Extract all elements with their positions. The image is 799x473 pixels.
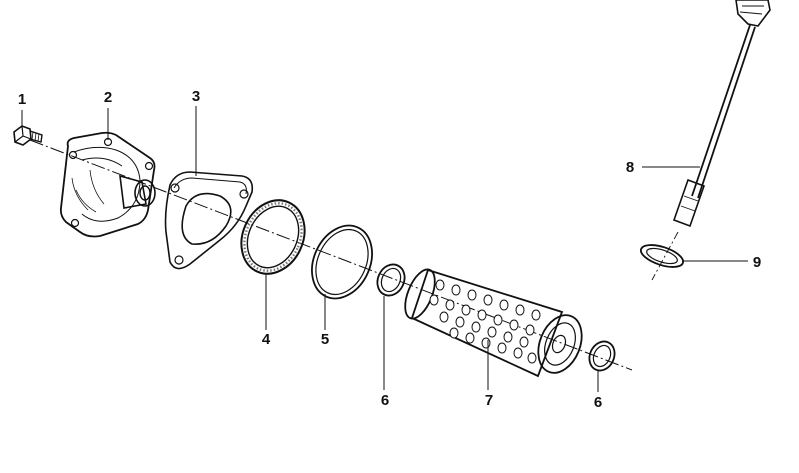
part-gasket bbox=[164, 171, 254, 270]
callout-6b: 6 bbox=[594, 394, 602, 411]
part-dipstick bbox=[672, 0, 771, 228]
washer-axis-line bbox=[651, 231, 679, 281]
callout-1: 1 bbox=[18, 91, 26, 108]
part-o-ring bbox=[311, 224, 373, 300]
callout-6a: 6 bbox=[381, 392, 389, 409]
part-small-ring-lower bbox=[588, 340, 616, 372]
leader-lines bbox=[21, 106, 748, 392]
callout-9: 9 bbox=[753, 254, 761, 271]
part-small-ring-upper bbox=[376, 263, 406, 297]
callout-8: 8 bbox=[626, 159, 634, 176]
callout-4: 4 bbox=[262, 331, 271, 348]
part-filter-element bbox=[404, 268, 583, 378]
part-filter-cover bbox=[59, 131, 156, 238]
callout-3: 3 bbox=[192, 88, 200, 105]
part-bolt bbox=[13, 125, 43, 146]
callout-2: 2 bbox=[104, 89, 112, 106]
part-washer bbox=[639, 244, 685, 268]
callout-5: 5 bbox=[321, 331, 329, 348]
part-seal-ring-large bbox=[240, 199, 306, 275]
callout-7: 7 bbox=[485, 392, 493, 409]
